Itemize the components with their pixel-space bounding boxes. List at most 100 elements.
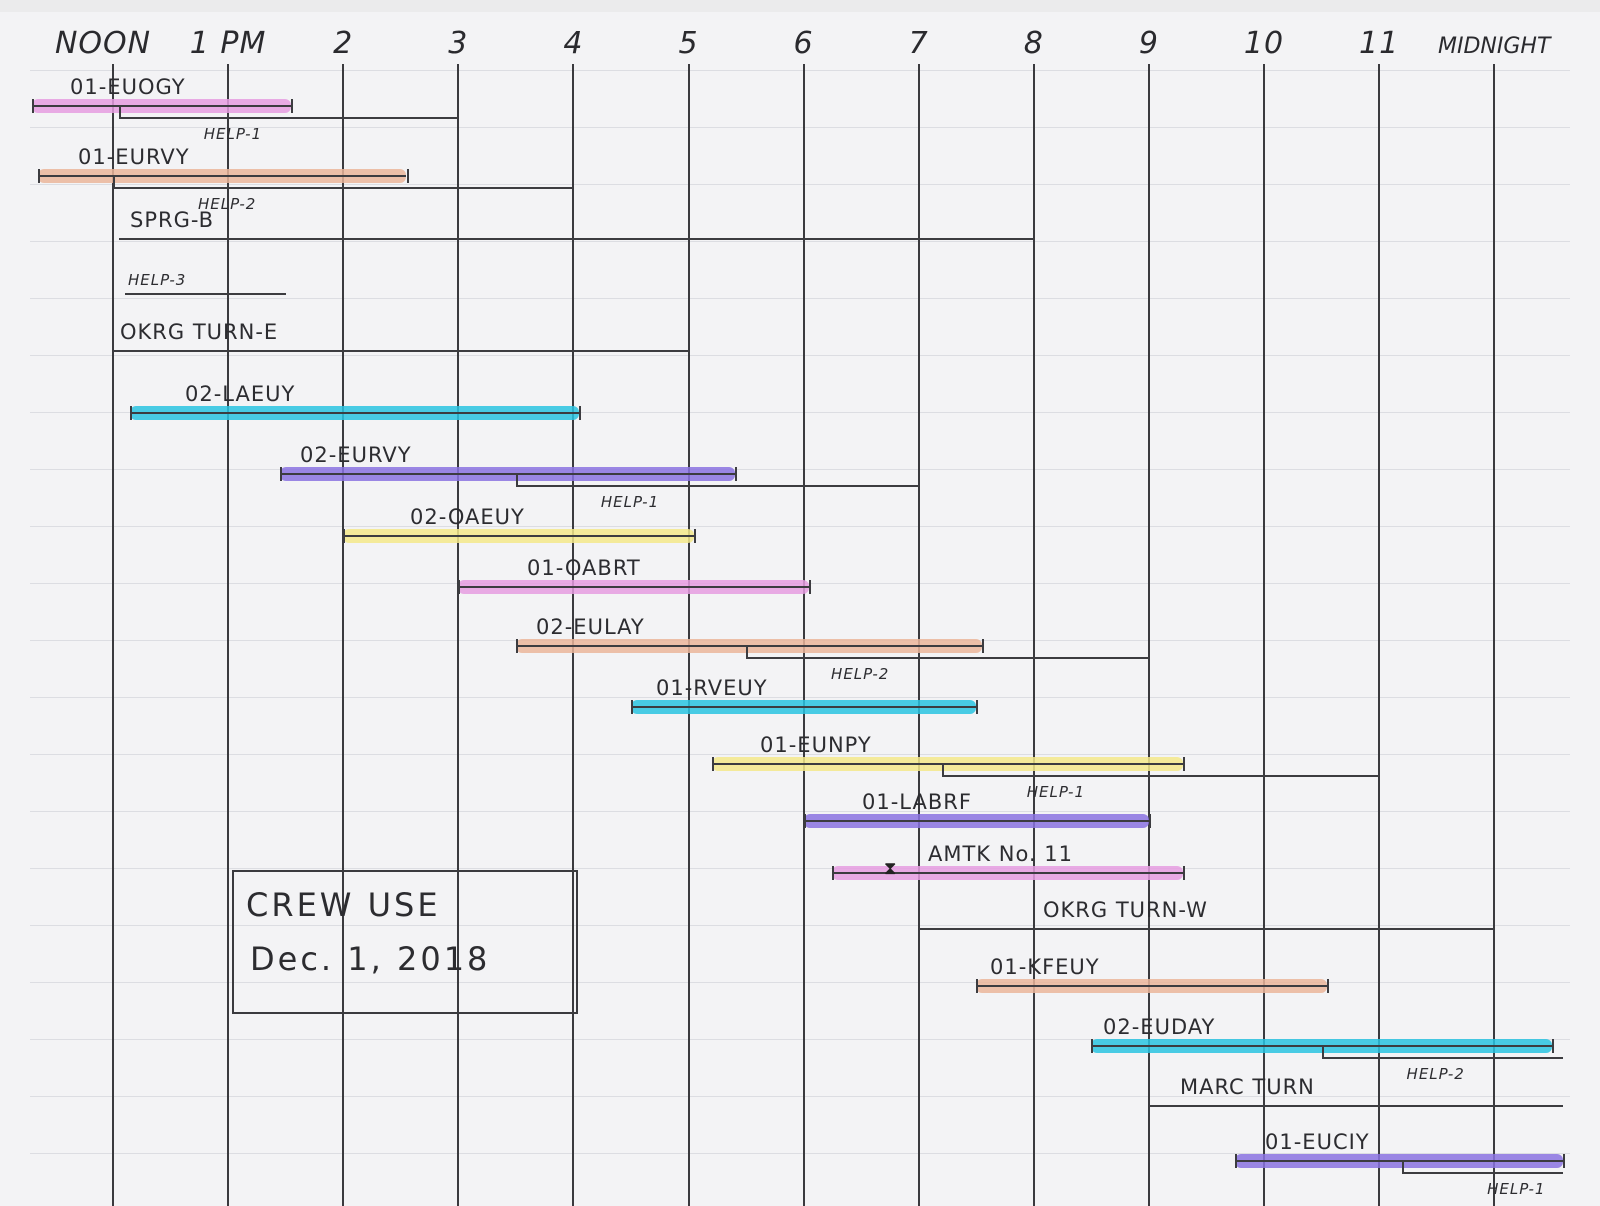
ruling-line (30, 184, 1570, 185)
assignment-line (124, 293, 286, 295)
assignment-line (113, 350, 689, 352)
help-label: HELP-2 (831, 665, 890, 683)
ruling-line (30, 1096, 1570, 1097)
end-tick (579, 406, 582, 420)
trip-label: OKRG TURN-W (1043, 898, 1208, 922)
assignment-line (976, 985, 1328, 987)
trip-label: AMTK No. 11 (928, 842, 1074, 866)
ruling-line (30, 868, 1570, 869)
help-start-tick (1321, 1045, 1324, 1057)
ruling-line (30, 412, 1570, 413)
trip-label: OKRG TURN-E (120, 320, 279, 344)
end-tick (734, 467, 737, 481)
trip-label: SPRG-B (130, 208, 215, 232)
help-line (1321, 1057, 1564, 1059)
help-line (746, 657, 1149, 659)
start-tick (630, 700, 633, 714)
trip-label: 01-RVEUY (656, 676, 768, 700)
start-tick (130, 406, 133, 420)
hour-gridline-7 (917, 64, 920, 1206)
trip-label: 02-OAEUY (410, 505, 525, 529)
assignment-line (832, 872, 1184, 874)
hour-gridline-5 (687, 64, 690, 1206)
assignment-line (515, 645, 982, 647)
help-line (1402, 1172, 1564, 1174)
start-tick (711, 757, 714, 771)
help-start-tick (113, 175, 115, 187)
hour-gridline-0 (112, 64, 114, 1206)
start-tick (832, 866, 835, 880)
help-line (515, 485, 919, 487)
hour-label-1: 1 PM (189, 26, 267, 61)
hour-gridline-2 (342, 64, 345, 1206)
hour-label-12: MIDNIGHT (1437, 34, 1551, 59)
hour-label-7: 7 (908, 26, 929, 61)
help-label: HELP-1 (1487, 1180, 1546, 1198)
trip-label: HELP-3 (128, 271, 187, 289)
start-tick (1091, 1039, 1094, 1053)
title-line-1: CREW USE (246, 886, 441, 924)
hour-label-0: NOON (54, 26, 152, 61)
assignment-line (279, 473, 735, 475)
help-line (941, 775, 1380, 777)
end-tick (809, 580, 812, 594)
hour-label-6: 6 (793, 26, 814, 61)
trip-label: 01-EURVY (78, 145, 190, 169)
ruling-line (30, 811, 1570, 812)
assignment-line (343, 535, 695, 537)
help-line (118, 117, 459, 119)
hour-gridline-8 (1032, 64, 1035, 1206)
help-start-tick (941, 763, 944, 775)
trip-label: 02-EUDAY (1103, 1015, 1216, 1039)
hour-label-11: 11 (1359, 26, 1400, 61)
assignment-line (32, 105, 292, 107)
help-start-tick (515, 473, 518, 485)
help-start-tick (746, 645, 749, 657)
start-tick (515, 639, 518, 653)
end-tick (406, 169, 409, 183)
assignment-line (803, 820, 1149, 822)
start-tick (279, 467, 282, 481)
ruling-line (30, 1153, 1570, 1154)
start-tick (976, 979, 979, 993)
ruling-line (30, 754, 1570, 755)
end-tick (291, 99, 294, 113)
assignment-line (1091, 1045, 1552, 1047)
help-label: HELP-1 (600, 493, 660, 511)
start-tick (38, 169, 41, 183)
assignment-line (118, 238, 1034, 240)
assignment-line (1148, 1105, 1564, 1107)
end-tick (1551, 1039, 1554, 1053)
start-tick (458, 580, 461, 594)
end-tick (694, 529, 697, 543)
hour-label-9: 9 (1138, 26, 1159, 61)
help-label: HELP-2 (1406, 1065, 1465, 1083)
ruling-line (30, 355, 1570, 356)
start-tick (32, 99, 35, 113)
end-tick (1327, 979, 1330, 993)
ruling-line (30, 127, 1570, 128)
help-label: HELP-1 (203, 125, 263, 143)
trip-label: 02-EURVY (300, 443, 412, 467)
help-start-tick (118, 105, 121, 117)
hour-label-3: 3 (448, 26, 469, 61)
ruling-line (30, 1039, 1570, 1040)
end-tick (1563, 1154, 1566, 1168)
end-tick (1148, 814, 1151, 828)
help-label: HELP-2 (198, 195, 257, 213)
assignment-line (38, 175, 407, 177)
ruling-line (30, 298, 1570, 299)
hour-label-2: 2 (333, 26, 354, 61)
title-box (232, 870, 578, 1014)
ruling-line (30, 241, 1570, 242)
trip-label: 01-KFEUY (990, 955, 1100, 979)
ruling-line (30, 982, 1570, 983)
hour-gridline-11 (1378, 64, 1381, 1206)
hour-label-4: 4 (563, 26, 584, 61)
trip-label: 01-LABRF (862, 790, 972, 814)
hour-gridline-12 (1493, 64, 1496, 1206)
help-label: HELP-1 (1026, 783, 1086, 801)
ruling-line (30, 697, 1570, 698)
hour-gridline-3 (457, 64, 460, 1206)
trip-label: 01-EUOGY (70, 75, 186, 99)
